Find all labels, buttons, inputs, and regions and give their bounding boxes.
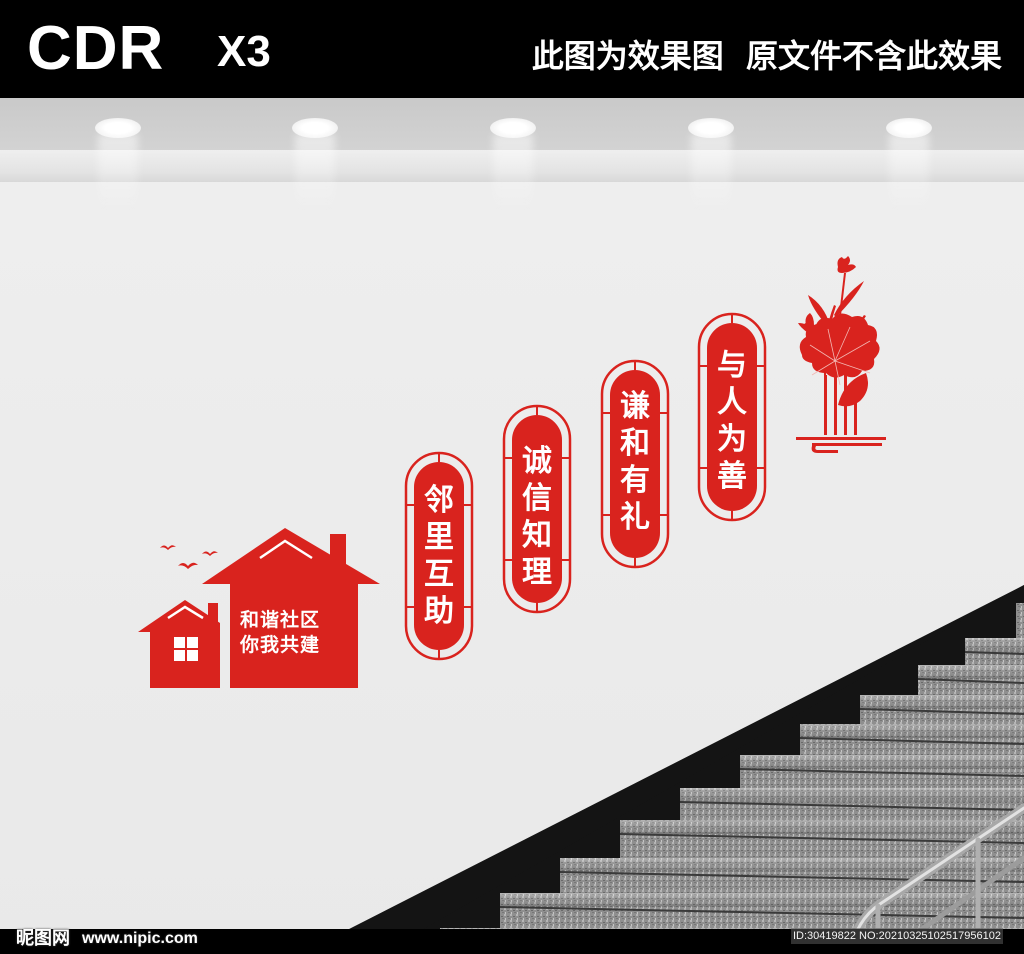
lotus-flower-icon — [796, 256, 886, 453]
light-glow — [493, 134, 533, 214]
light-glow — [691, 134, 731, 214]
format-label: CDR — [27, 14, 165, 83]
harmonious-community-sign: 和谐社区 你我共建 — [130, 528, 390, 698]
window-icon — [174, 637, 198, 661]
ceiling-light-icon — [490, 118, 536, 138]
staircase-image — [300, 585, 1024, 954]
site-logo: 昵图网 — [16, 928, 70, 949]
panel-text-3: 谦和有礼 — [598, 388, 672, 536]
slogan-panel-3: 谦和有礼 — [598, 358, 672, 570]
light-glow — [889, 134, 929, 214]
house-sign-line1: 和谐社区 — [240, 609, 321, 631]
house-sign-line2: 你我共建 — [240, 634, 321, 656]
panel-text-2: 诚信知理 — [500, 443, 574, 591]
panel-text-1: 邻里互助 — [402, 482, 476, 630]
house-sign-text: 和谐社区 你我共建 — [240, 608, 360, 658]
version-label: X3 — [217, 27, 271, 76]
panel-frame-icon — [697, 312, 767, 522]
top-banner: CDR X3 此图为效果图 原文件不含此效果 — [0, 0, 1024, 98]
site-url-link[interactable]: www.nipic.com — [82, 930, 198, 947]
house-icon — [138, 528, 380, 688]
light-glow — [295, 134, 335, 214]
panel-frame-icon — [502, 404, 572, 614]
panel-label: 诚信知理 — [522, 444, 552, 590]
slogan-panel-4: 与人为善 — [695, 311, 769, 523]
panel-label: 与人为善 — [717, 348, 747, 494]
panel-label: 谦和有礼 — [620, 389, 650, 535]
ceiling-light-icon — [886, 118, 932, 138]
birds-icon — [160, 545, 218, 569]
panel-frame-icon — [600, 359, 670, 569]
ceiling-light-icon — [688, 118, 734, 138]
light-glow — [98, 134, 138, 214]
ceiling-light-icon — [95, 118, 141, 138]
slogan-panel-1: 邻里互助 — [402, 450, 476, 662]
panel-label: 邻里互助 — [424, 483, 454, 629]
panel-text-4: 与人为善 — [695, 347, 769, 495]
panel-frame-icon — [404, 451, 474, 661]
ceiling-light-icon — [292, 118, 338, 138]
stairwell-scene: 和谐社区 你我共建 邻里互助 — [0, 98, 1024, 954]
slogan-panel-2: 诚信知理 — [500, 403, 574, 615]
image-id-label: ID:30419822 NO:20210325102517956102 — [791, 928, 1003, 944]
effect-notice: 此图为效果图 原文件不含此效果 — [531, 37, 1002, 75]
